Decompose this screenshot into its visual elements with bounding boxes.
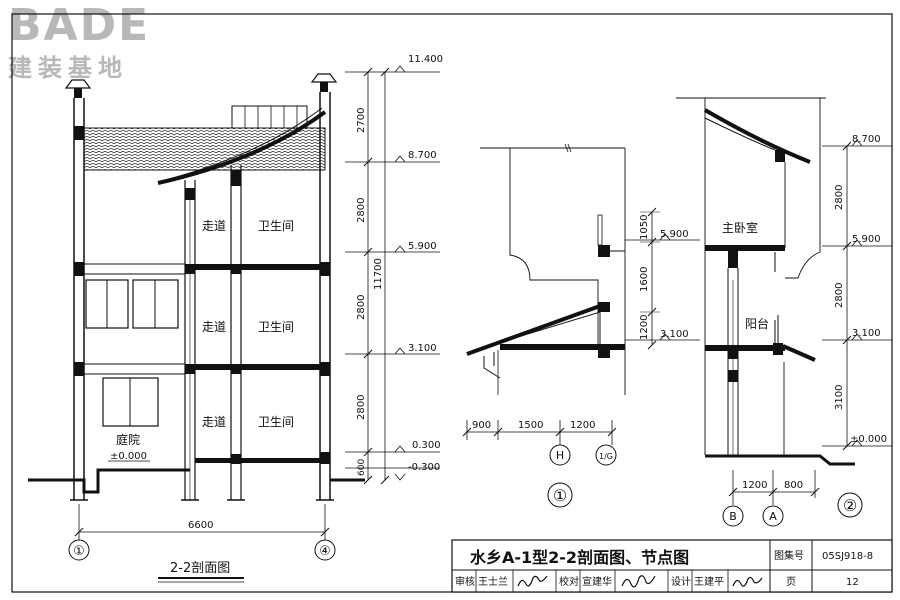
detail-2-slab-upper	[705, 245, 785, 251]
elevation-label: -0.300	[408, 462, 440, 473]
dimension-label: 900	[472, 420, 491, 431]
dimension-label: 800	[784, 480, 803, 491]
room-label: 阳台	[745, 316, 769, 331]
axis-bubble	[595, 444, 617, 466]
reviewer-signature	[517, 575, 548, 587]
room-label: 走道	[202, 320, 226, 334]
vertical-dimension-line	[367, 72, 386, 480]
page-label: 页	[786, 576, 796, 588]
elevation-label: 11.400	[408, 54, 443, 65]
total-height-label: 11700	[373, 258, 384, 290]
floor-slab-3	[195, 264, 330, 270]
window-lower	[102, 377, 159, 427]
axis-bubble	[722, 505, 744, 527]
elevation-label: 8.700	[852, 134, 881, 145]
floor-slab-1	[195, 458, 330, 463]
main-section: 走道 卫生间 走道 卫生间 走道 卫生间 庭院 ±0.000 11.400 8.…	[28, 54, 443, 583]
elevation-label: 5.900	[660, 229, 689, 240]
axis-label: B	[729, 510, 737, 523]
elevation-label: 0.300	[412, 440, 441, 451]
curved-roof	[157, 110, 327, 185]
right-wall	[319, 92, 331, 500]
room-label: 走道	[202, 415, 226, 429]
dimension-label: 1600	[639, 267, 650, 292]
dimension-label: 1200	[639, 315, 650, 340]
dimension-label: 2800	[356, 198, 367, 223]
title-block-title: 水乡A-1型2-2剖面图、节点图	[470, 548, 689, 567]
page-number: 12	[846, 577, 859, 588]
elevation-label: ±0.000	[850, 434, 887, 445]
detail-1-slab	[500, 344, 625, 350]
width-dimension-label: 6600	[188, 520, 213, 531]
room-label: 卫生间	[258, 219, 294, 233]
chimney-cap-left	[64, 79, 92, 89]
logo-subtitle: 建装基地	[8, 54, 128, 82]
dimension-label: 1050	[639, 215, 650, 240]
detail-2: 主卧室 阳台 8.700 5.900 3.100 ±0.000 2800 280…	[676, 97, 892, 527]
elevation-label: 3.100	[852, 328, 881, 339]
atlas-label: 图集号	[774, 549, 804, 562]
dimension-label: 1500	[518, 420, 543, 431]
designer-name: 王建平	[694, 575, 724, 588]
axis-bubble	[762, 505, 784, 527]
courtyard-level: ±0.000	[110, 451, 147, 462]
detail-1-wall-outline	[480, 147, 626, 395]
courtyard-label: 庭院	[116, 432, 140, 447]
title-block: 水乡A-1型2-2剖面图、节点图 图集号 05SJ918-8 审核 王士兰 校对…	[451, 539, 893, 593]
elevation-markers	[345, 65, 440, 481]
axis-bubble	[68, 539, 90, 561]
left-wall	[73, 98, 85, 500]
dimension-label: 2800	[834, 185, 845, 210]
room-label: 走道	[202, 219, 226, 233]
detail-1-bubble	[547, 482, 573, 508]
room-label: 卫生间	[258, 415, 294, 429]
axis-bubble	[549, 444, 571, 466]
designer-signature	[732, 576, 763, 587]
detail-1: 5.900 3.100 1050 1600 1200 900 1500 1200…	[462, 143, 700, 508]
dimension-label: 2800	[356, 295, 367, 320]
dimension-label: 2800	[356, 395, 367, 420]
dimension-label: 1200	[570, 420, 595, 431]
dimension-label: 2700	[356, 108, 367, 133]
axis-bubble	[314, 539, 336, 561]
logo-text: BADE	[8, 0, 151, 51]
dimension-label: 1200	[742, 480, 767, 491]
detail-2-roof	[703, 108, 811, 164]
axis-label: ④	[319, 544, 331, 559]
checker-signature	[621, 575, 656, 588]
detail-label: ①	[553, 486, 567, 505]
axis-label: H	[556, 449, 564, 462]
ground-line	[28, 468, 190, 494]
elevation-label: 5.900	[852, 234, 881, 245]
dimension-label: 3100	[834, 385, 845, 410]
elevation-label: 3.100	[408, 343, 437, 354]
window-upper	[85, 279, 179, 329]
detail-2-slab-lower	[705, 345, 785, 351]
room-label: 主卧室	[722, 220, 758, 235]
dimension-label: 600	[357, 459, 367, 476]
detail-2-bubble	[837, 492, 863, 518]
atlas-number: 05SJ918-8	[822, 551, 873, 562]
detail-label: ②	[843, 496, 857, 515]
floor-slab-2	[195, 364, 330, 370]
axis-label: ①	[73, 544, 85, 559]
rooftop-parapet	[231, 105, 308, 129]
chimney-cap-right	[310, 73, 338, 83]
elevation-label: 3.100	[660, 329, 689, 340]
checker-name: 宣建华	[582, 575, 612, 588]
axis-label: A	[769, 510, 777, 523]
elevation-label: 5.900	[408, 241, 437, 252]
design-label: 设计	[671, 575, 691, 588]
axis-label: 1/G	[599, 452, 613, 461]
width-dimension-line	[78, 504, 326, 540]
elevation-label: 8.700	[408, 150, 437, 161]
review-label: 审核	[455, 575, 475, 588]
reviewer-name: 王士兰	[478, 575, 508, 588]
section-title: 2-2剖面图	[170, 561, 230, 576]
dimension-label: 2800	[834, 283, 845, 308]
room-label: 卫生间	[258, 320, 294, 334]
check-label: 校对	[559, 575, 579, 588]
